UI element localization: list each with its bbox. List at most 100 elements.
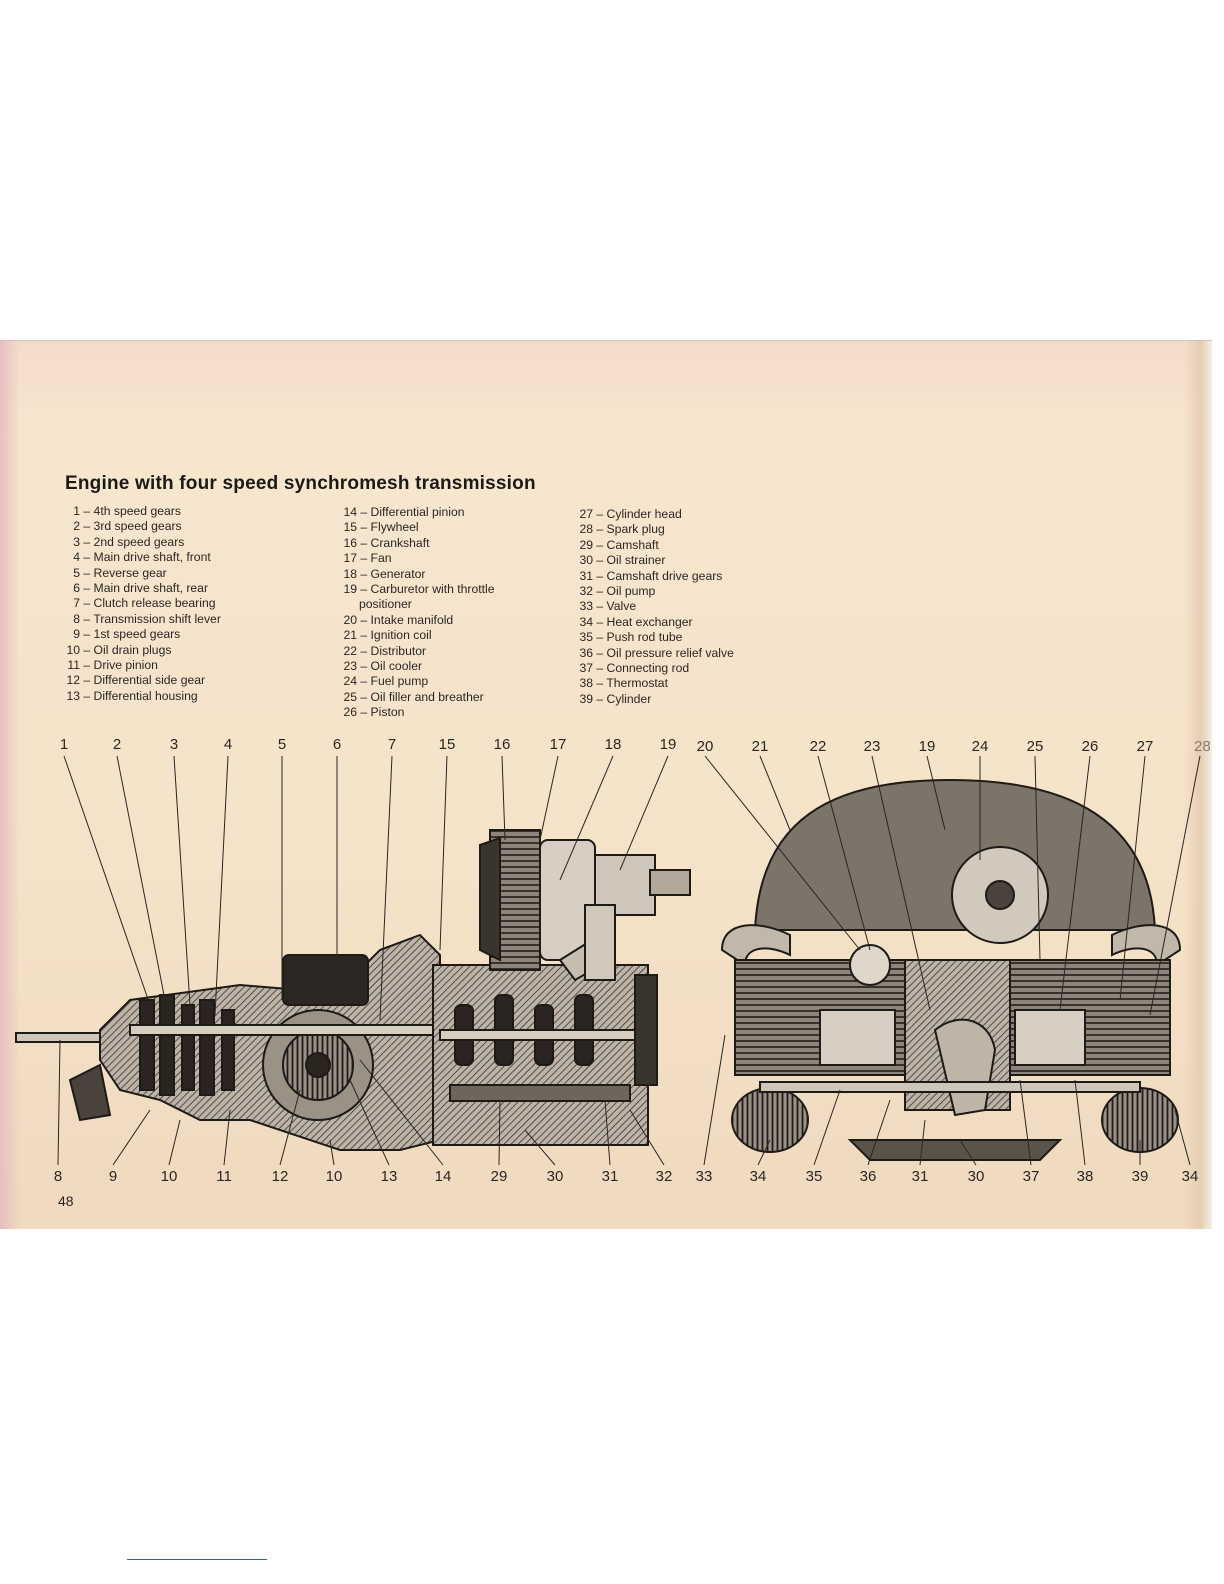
legend-item: 32 – Oil pump [561,584,734,599]
callout-label: 26 [1081,738,1099,755]
legend-text: – Ignition coil [357,628,432,643]
legend-text: – Fuel pump [357,674,429,689]
callout-label: 22 [809,738,827,755]
legend-text: – Cylinder head [593,507,682,521]
callout-label: 17 [549,736,567,753]
legend-number: 11 [67,658,80,673]
legend-number: 10 [66,642,80,657]
legend-text: – 2nd speed gears [80,534,185,549]
callout-label: 31 [911,1168,929,1185]
legend-item: 13 – Differential housing [58,689,221,704]
legend-number: 7 [73,596,80,611]
callout-label: 37 [1022,1168,1040,1185]
legend-item: 24 – Fuel pump [325,674,495,689]
legend-item: 34 – Heat exchanger [561,615,734,630]
legend-number: 3 [73,534,80,549]
legend-number: 33 [579,599,593,614]
engine-rear-view [720,778,1182,1161]
legend-item: 6 – Main drive shaft, rear [58,581,221,596]
legend-text: – Differential housing [80,688,198,703]
legend-item: 29 – Camshaft [561,538,734,553]
callout-label: 36 [859,1168,877,1185]
legend-number: 24 [343,674,357,689]
callout-label: 34 [1181,1168,1199,1185]
legend-text: – Differential side gear [80,673,206,688]
callout-label: 18 [604,736,622,753]
callout-label: 15 [438,736,456,753]
legend-text: – Reverse gear [80,565,167,580]
legend-item: 7 – Clutch release bearing [58,596,221,611]
callout-label: 23 [863,738,881,755]
legend-item: 10 – Oil drain plugs [58,643,221,658]
legend-number: 25 [343,689,357,704]
callout-label: 33 [695,1168,713,1185]
legend-text: – Piston [357,705,405,720]
legend-item: 35 – Push rod tube [561,630,734,645]
legend-number: 37 [579,661,593,676]
callout-label: 19 [918,738,936,755]
callout-label: 29 [490,1168,508,1185]
legend-number: 4 [73,550,80,565]
legend-item: 25 – Oil filler and breather [325,690,495,705]
legend-number: 26 [343,705,357,720]
legend-text: – Main drive shaft, front [80,550,211,565]
callout-label: 3 [169,736,179,753]
legend-text: – Drive pinion [80,658,158,673]
callout-label: 16 [493,736,511,753]
legend-item: 26 – Piston [325,705,495,720]
callout-label: 38 [1076,1168,1094,1185]
legend-text: – Spark plug [593,522,665,537]
legend-number: 32 [579,584,593,599]
legend-item: 27 – Cylinder head [561,507,734,522]
legend-item: 38 – Thermostat [561,676,734,691]
legend-text: – Generator [357,566,426,581]
callout-label: 30 [546,1168,564,1185]
callout-label: 20 [696,738,714,755]
legend-text: – 4th speed gears [80,504,181,518]
legend-text: – Intake manifold [357,612,454,627]
callout-label: 35 [805,1168,823,1185]
callout-label: 32 [655,1168,673,1185]
callout-label: 2 [112,736,122,753]
legend-number: 29 [579,537,593,552]
legend-number: 18 [343,566,357,581]
legend-item: 8 – Transmission shift lever [58,612,221,627]
callout-label: 1 [59,736,69,753]
legend-number: 22 [343,643,357,658]
legend-text: – Push rod tube [593,630,683,645]
callout-label: 24 [971,738,989,755]
legend-text: – Oil pump [593,584,656,599]
legend-item: 21 – Ignition coil [325,628,495,643]
legend-text: – Camshaft [593,537,659,552]
legend-text: – Heat exchanger [593,614,693,629]
legend-item: 5 – Reverse gear [58,566,221,581]
callout-label: 14 [434,1168,452,1185]
legend-item: 3 – 2nd speed gears [58,535,221,550]
legend-number: 17 [343,551,357,566]
legend-item: 20 – Intake manifold [325,613,495,628]
legend-number: 36 [579,645,593,660]
legend-item: 28 – Spark plug [561,522,734,537]
legend-item: 9 – 1st speed gears [58,627,221,642]
callout-label: 4 [223,736,233,753]
legend-number: 2 [73,519,80,534]
callout-label: 10 [325,1168,343,1185]
callout-label: 21 [751,738,769,755]
transmission-side-view [15,933,441,1151]
legend-item: 12 – Differential side gear [58,673,221,688]
legend-number: 8 [73,611,80,626]
legend-text: – Differential pinion [357,505,465,519]
legend-item: 30 – Oil strainer [561,553,734,568]
legend-number: 1 [73,504,80,518]
legend-text: – 3rd speed gears [80,519,182,534]
page-number: 48 [58,1193,74,1209]
callout-label: 7 [387,736,397,753]
callout-label: 12 [271,1168,289,1185]
legend-number: 31 [579,568,593,583]
legend-number: 13 [66,688,80,703]
legend-text: – Valve [593,599,637,614]
legend-item: 2 – 3rd speed gears [58,519,221,534]
legend-number: 20 [343,612,357,627]
